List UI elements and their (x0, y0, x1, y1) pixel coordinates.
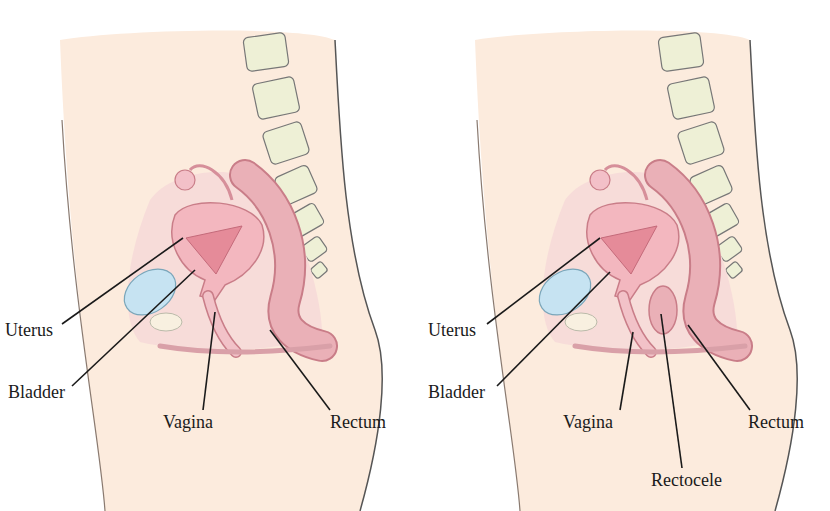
part-label: Vagina (563, 412, 613, 433)
part-label: Uterus (428, 320, 476, 341)
pelvis-rectocele (475, 31, 797, 511)
leader-lines (62, 238, 750, 468)
part-label: Rectocele (651, 470, 722, 491)
part-label: Vagina (163, 412, 213, 433)
part-label: Bladder (428, 382, 485, 403)
pelvis-normal (60, 31, 382, 511)
part-label: Rectum (748, 412, 804, 433)
part-label: Uterus (5, 320, 53, 341)
part-label: Bladder (8, 382, 65, 403)
part-label: Rectum (330, 412, 386, 433)
